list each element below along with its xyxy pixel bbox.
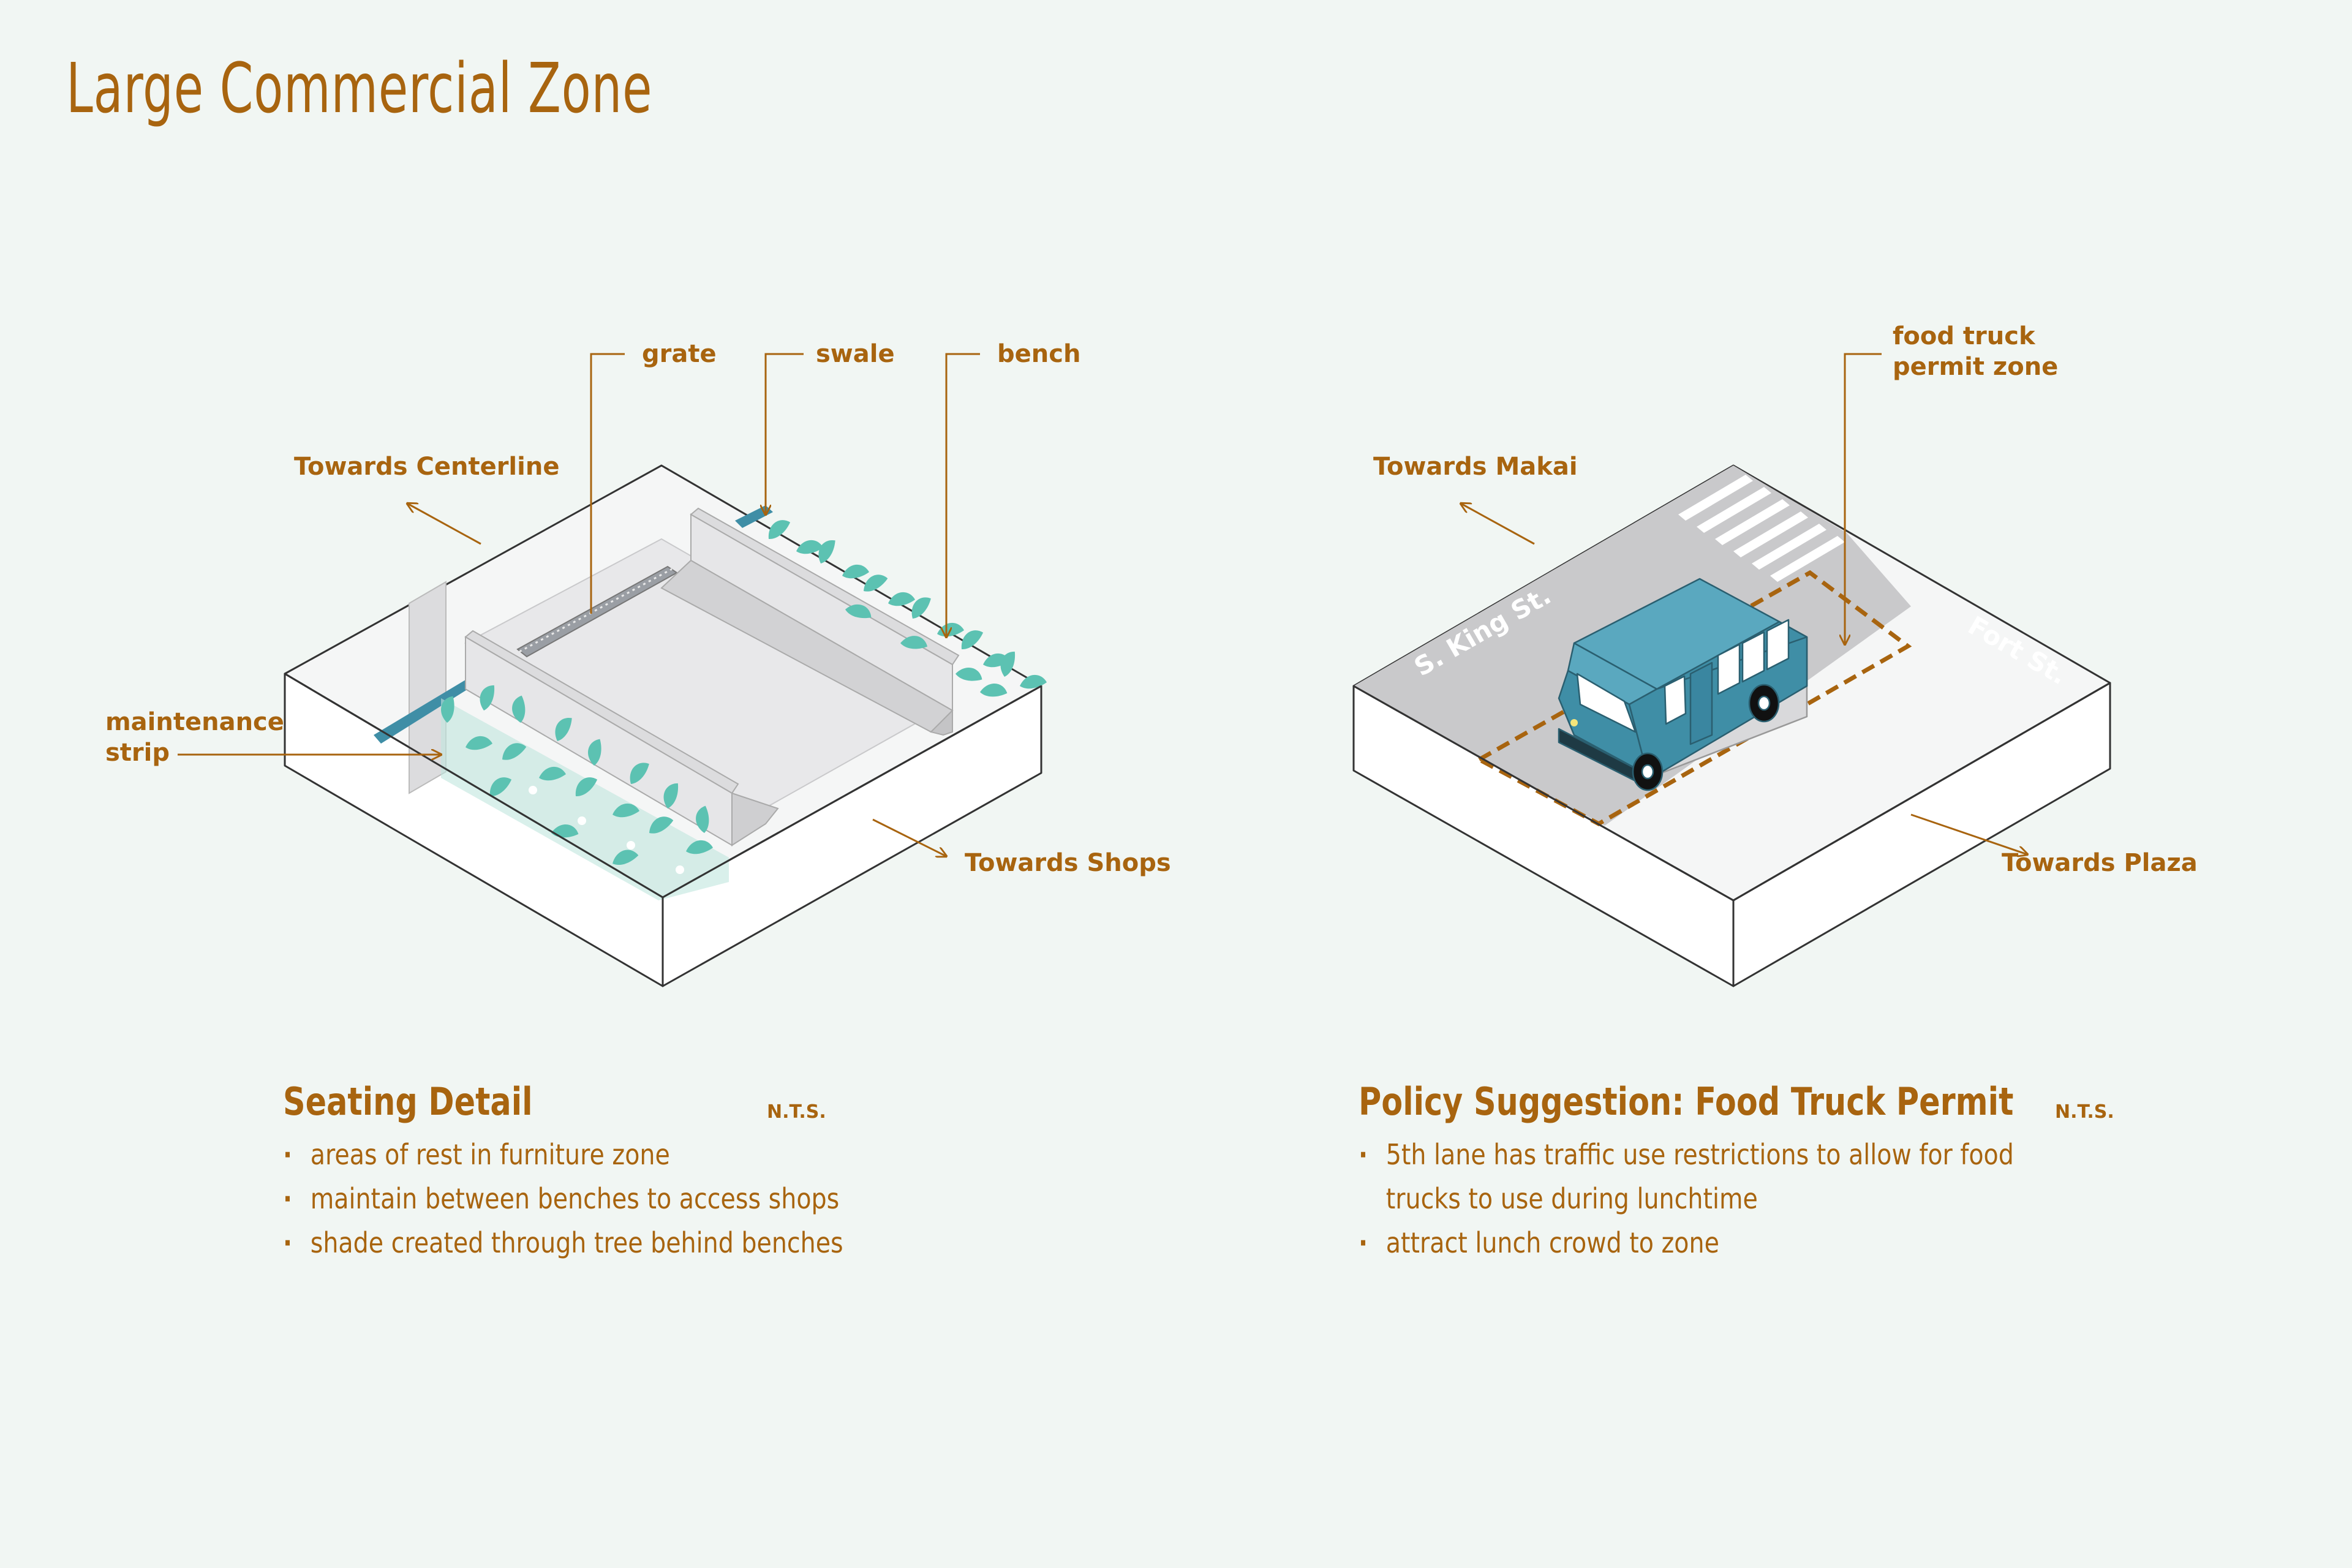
- maintenance-channel: [374, 680, 473, 744]
- crosswalk: [1678, 475, 1845, 582]
- seating-bullets: areas of rest in furniture zone maintain…: [283, 1133, 935, 1265]
- maintenance-label-line2: strip: [105, 739, 170, 767]
- truck-callout-leaders: [1461, 353, 2027, 854]
- policy-caption-title: Policy Suggestion: Food Truck Permit: [1359, 1079, 2014, 1124]
- swale-label: swale: [816, 340, 895, 368]
- policy-bullet-continuation: trucks to use during lunchtime: [1385, 1182, 1758, 1215]
- back-bench: [660, 507, 960, 736]
- towards-centerline-label: Towards Centerline: [294, 453, 559, 481]
- bench-label: bench: [997, 340, 1080, 368]
- policy-bullet: 5th lane has traffic use restrictions to…: [1359, 1133, 2046, 1177]
- seating-bullet: shade created through tree behind benche…: [283, 1221, 843, 1265]
- policy-bullet: attract lunch crowd to zone: [1359, 1221, 2046, 1265]
- grate-label: grate: [642, 340, 717, 368]
- food-truck: [1558, 578, 1808, 791]
- policy-nts: N.T.S.: [2055, 1101, 2114, 1123]
- towards-plaza-label: Towards Plaza: [2002, 849, 2198, 877]
- towards-shops-label: Towards Shops: [965, 849, 1171, 877]
- towards-makai-label: Towards Makai: [1373, 453, 1578, 481]
- seating-bullet: areas of rest in furniture zone: [283, 1133, 843, 1177]
- page-title: Large Commercial Zone: [66, 49, 653, 129]
- seating-nts: N.T.S.: [767, 1101, 826, 1123]
- maintenance-post: [409, 581, 447, 794]
- policy-caption: Policy Suggestion: Food Truck Permit 5th…: [1359, 1079, 2157, 1265]
- permit-label-line2: permit zone: [1893, 353, 2058, 381]
- grate: [516, 565, 678, 658]
- seating-caption: Seating Detail areas of rest in furnitur…: [283, 1079, 935, 1265]
- seating-callout-leaders: [178, 353, 980, 856]
- seating-bullet: maintain between benches to access shops: [283, 1177, 843, 1221]
- permit-label-line1: food truck: [1893, 322, 2036, 350]
- strip-plants: [436, 681, 729, 900]
- policy-bullets: 5th lane has traffic use restrictions to…: [1359, 1133, 2157, 1265]
- seating-caption-title: Seating Detail: [283, 1079, 533, 1124]
- maintenance-label-line1: maintenance: [105, 708, 284, 736]
